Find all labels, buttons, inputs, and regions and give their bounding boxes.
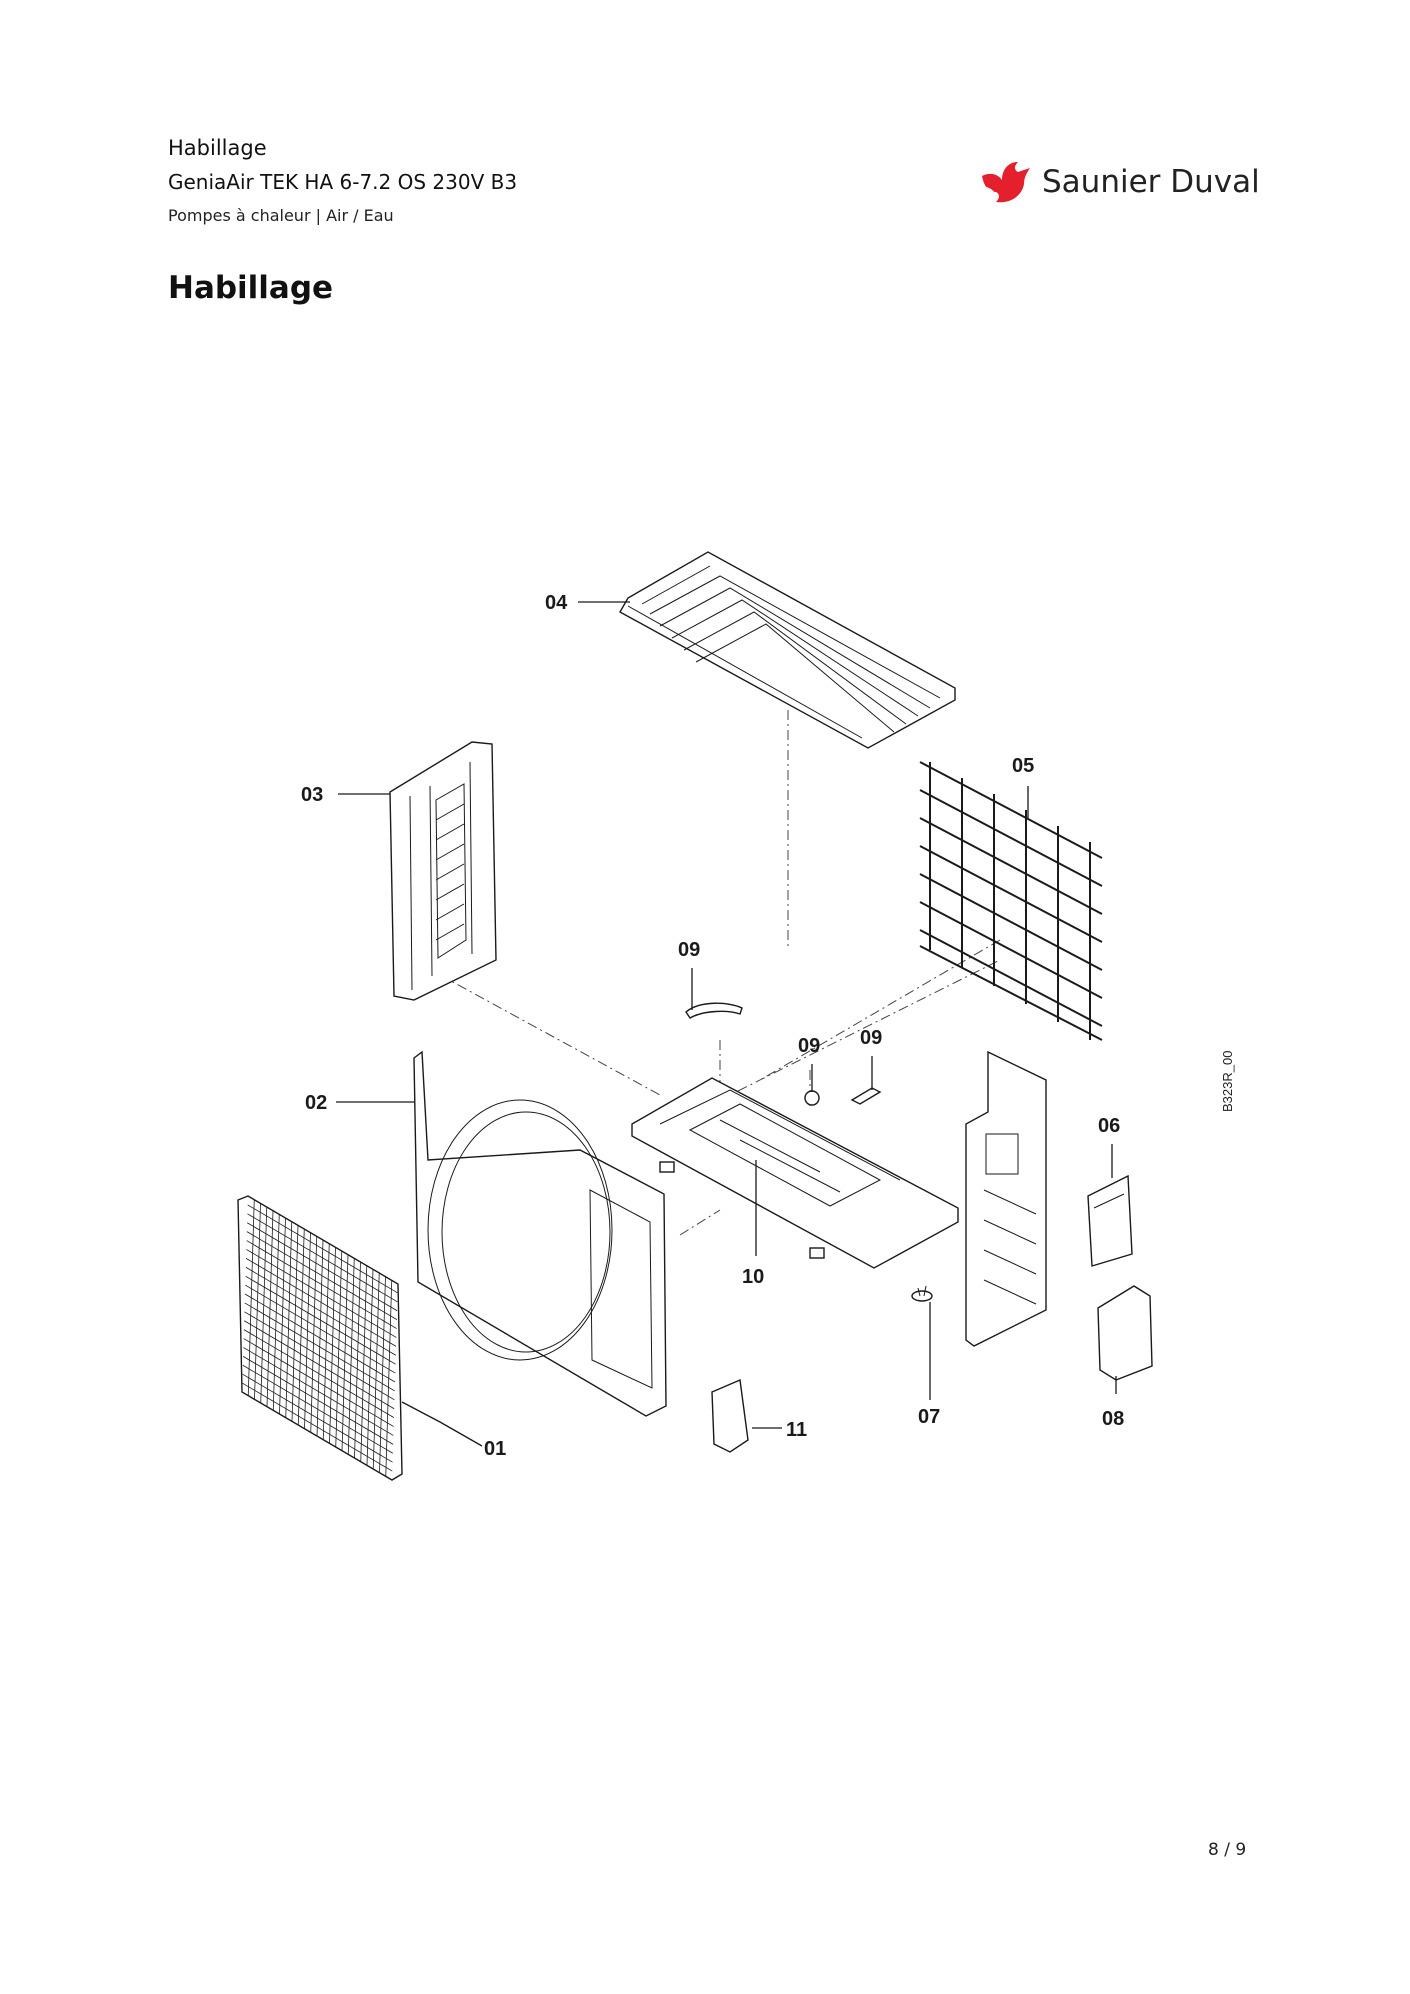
callout-06: 06 (1098, 1115, 1120, 1137)
part-08-fitting (911, 1285, 933, 1302)
part-02-fan-frame (413, 1050, 667, 1417)
callout-11: 11 (786, 1419, 807, 1441)
part-03-side-panel (389, 741, 497, 1001)
callout-05: 05 (1012, 755, 1034, 777)
part-10-base-tray (631, 1077, 959, 1269)
part-06-cover (1087, 1174, 1133, 1267)
part-07-terminal-cover (1097, 1285, 1153, 1381)
callout-10: 10 (742, 1266, 764, 1288)
part-side-service-panel (965, 1050, 1047, 1347)
callout-09-c: 09 (860, 1027, 882, 1049)
callout-03: 03 (301, 784, 323, 806)
callout-01: 01 (484, 1438, 506, 1460)
assembly-lines (439, 710, 1001, 1236)
brand-logo: Saunier Duval (978, 158, 1260, 206)
part-04-top-cover (619, 551, 956, 749)
grille-mesh (242, 1199, 398, 1477)
brand-name: Saunier Duval (1042, 164, 1260, 200)
header-section: Habillage (168, 136, 267, 160)
part-11-bracket (711, 1378, 749, 1453)
header-model: GeniaAir TEK HA 6-7.2 OS 230V B3 (168, 170, 518, 194)
page-title: Habillage (168, 270, 334, 306)
header-category: Pompes à chaleur | Air / Eau (168, 206, 394, 225)
part-09-seals (685, 1002, 882, 1106)
leader-lines (336, 601, 1117, 1447)
callout-04: 04 (545, 592, 568, 614)
callout-08: 07 (918, 1406, 940, 1428)
callout-labels: 04 03 05 09 09 09 02 06 10 07 08 11 01 B… (301, 592, 1235, 1460)
bird-logo-icon (982, 162, 1030, 203)
callout-07: 08 (1102, 1408, 1124, 1430)
diagram-code: B323R_00 (1220, 1051, 1235, 1112)
callout-02: 02 (305, 1092, 327, 1114)
part-05-rear-grille (919, 761, 1103, 1041)
page-number: 8 / 9 (1208, 1840, 1247, 1860)
part-01-front-grille (237, 1195, 403, 1481)
callout-09-b: 09 (798, 1035, 820, 1057)
callout-09-a: 09 (678, 939, 700, 961)
